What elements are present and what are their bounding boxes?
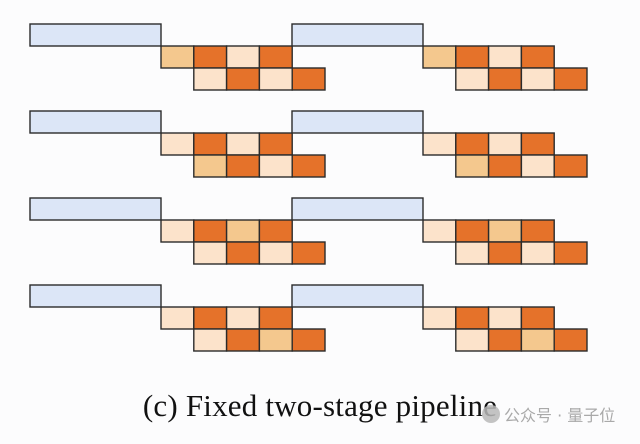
cell-lower-medium: [258, 328, 293, 352]
cell-lower-dark: [291, 67, 326, 91]
cell-lower-light: [258, 154, 293, 178]
cell-upper-light: [160, 306, 195, 330]
cell-lower-dark: [225, 67, 261, 91]
cell-lower-dark: [553, 154, 588, 178]
cell-lower-light: [520, 67, 555, 91]
cell-upper-dark: [258, 306, 293, 330]
cell-upper-medium: [160, 45, 195, 69]
cell-lower-light: [455, 67, 490, 91]
stage-bar: [291, 284, 424, 308]
stage-bar: [29, 110, 162, 134]
stage-bar: [29, 197, 162, 221]
cell-upper-light: [487, 45, 523, 69]
cell-lower-dark: [487, 328, 523, 352]
cell-upper-medium: [422, 45, 457, 69]
cell-lower-light: [258, 67, 293, 91]
cell-lower-dark: [291, 154, 326, 178]
cell-upper-dark: [520, 132, 555, 156]
cell-lower-dark: [553, 67, 588, 91]
cell-upper-dark: [455, 132, 490, 156]
watermark: 公众号 · 量子位: [482, 402, 616, 426]
cell-lower-dark: [225, 328, 261, 352]
cell-upper-light: [422, 132, 457, 156]
cell-lower-dark: [553, 241, 588, 265]
cell-upper-medium: [487, 219, 523, 243]
cell-lower-dark: [487, 241, 523, 265]
cell-upper-light: [225, 45, 261, 69]
cell-lower-medium: [193, 154, 228, 178]
cell-upper-light: [160, 219, 195, 243]
cell-upper-dark: [455, 219, 490, 243]
cell-upper-medium: [225, 219, 261, 243]
cell-upper-dark: [455, 306, 490, 330]
cell-lower-light: [193, 241, 228, 265]
cell-lower-dark: [225, 241, 261, 265]
stage-bar: [291, 23, 424, 47]
cell-upper-dark: [193, 219, 228, 243]
cell-upper-dark: [520, 45, 555, 69]
cell-lower-medium: [520, 328, 555, 352]
cell-upper-light: [225, 306, 261, 330]
cell-lower-medium: [455, 154, 490, 178]
cell-lower-dark: [487, 154, 523, 178]
cell-upper-dark: [193, 45, 228, 69]
cell-lower-dark: [487, 67, 523, 91]
cell-upper-dark: [258, 219, 293, 243]
stage-bar: [29, 284, 162, 308]
cell-upper-light: [487, 306, 523, 330]
watermark-text: 公众号 · 量子位: [504, 406, 616, 425]
cell-lower-light: [520, 154, 555, 178]
cell-lower-light: [193, 67, 228, 91]
cell-lower-light: [520, 241, 555, 265]
cell-upper-light: [422, 306, 457, 330]
figure-caption: (c) Fixed two-stage pipeline: [142, 388, 498, 423]
cell-lower-dark: [225, 154, 261, 178]
cell-upper-dark: [258, 132, 293, 156]
cell-upper-dark: [520, 219, 555, 243]
cell-upper-light: [160, 132, 195, 156]
cell-upper-dark: [455, 45, 490, 69]
stage-bar: [291, 110, 424, 134]
cell-upper-light: [225, 132, 261, 156]
cell-upper-dark: [193, 132, 228, 156]
stage-bar: [291, 197, 424, 221]
wechat-official-account-icon: [482, 405, 500, 423]
cell-lower-light: [455, 241, 490, 265]
cell-lower-light: [193, 328, 228, 352]
cell-upper-dark: [193, 306, 228, 330]
cell-upper-light: [487, 132, 523, 156]
pipeline-diagram: [29, 23, 588, 352]
cell-lower-dark: [291, 241, 326, 265]
cell-lower-light: [258, 241, 293, 265]
cell-lower-dark: [553, 328, 588, 352]
cell-lower-dark: [291, 328, 326, 352]
stage-bar: [29, 23, 162, 47]
cell-upper-dark: [258, 45, 293, 69]
cell-upper-dark: [520, 306, 555, 330]
cell-lower-light: [455, 328, 490, 352]
cell-upper-light: [422, 219, 457, 243]
